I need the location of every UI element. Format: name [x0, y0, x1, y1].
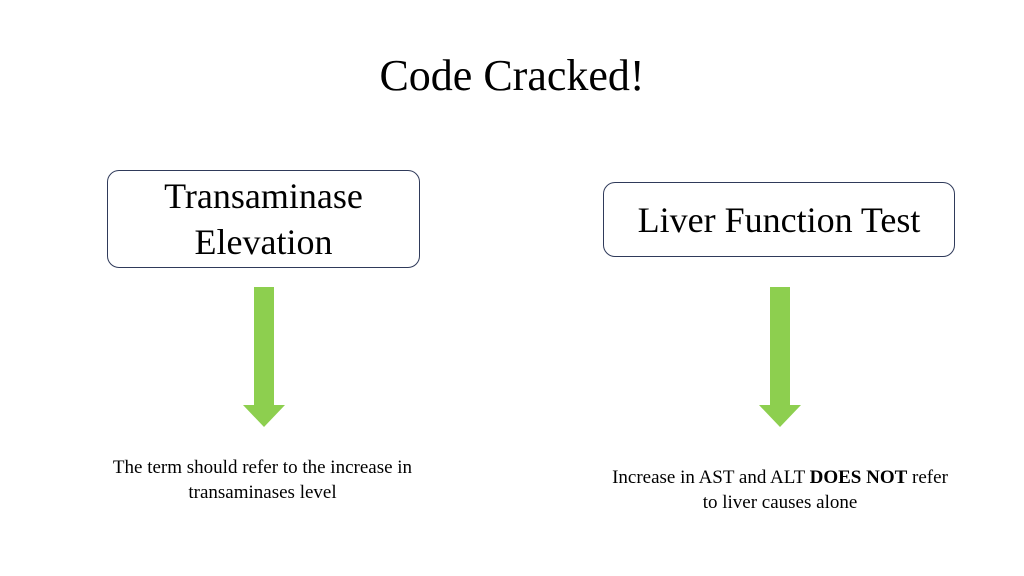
left-box-line2: Elevation — [194, 222, 333, 262]
right-box-label: Liver Function Test — [637, 199, 921, 240]
right-caption: Increase in AST and ALT DOES NOT refer t… — [570, 465, 990, 515]
right-caption-emphasis: DOES NOT — [809, 467, 908, 488]
liver-function-test-box: Liver Function Test — [603, 182, 955, 257]
right-caption-line1: Increase in AST and ALT DOES NOT refer — [570, 465, 990, 490]
left-caption-line2: transaminases level — [188, 482, 337, 503]
right-caption-line2: to liver causes alone — [702, 492, 858, 513]
transaminase-elevation-box: Transaminase Elevation — [107, 170, 420, 268]
down-arrow-icon — [243, 287, 285, 427]
right-caption-post-text: refer — [907, 467, 948, 488]
right-caption-pre-text: Increase in AST and ALT — [612, 467, 810, 488]
left-box-line1: Transaminase — [164, 176, 363, 216]
down-arrow-icon — [759, 287, 801, 427]
page-title: Code Cracked! — [379, 51, 645, 100]
left-caption: The term should refer to the increase in… — [60, 455, 465, 505]
left-caption-line1: The term should refer to the increase in — [112, 457, 413, 478]
